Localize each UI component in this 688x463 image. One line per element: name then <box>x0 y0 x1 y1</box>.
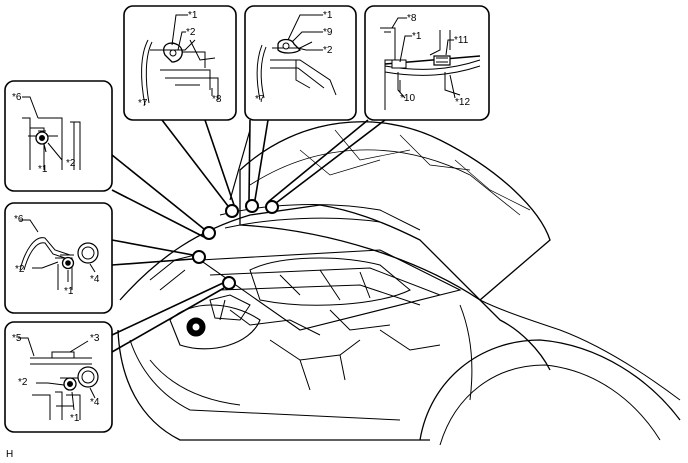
engine-cover <box>249 257 411 306</box>
inset-6-drawing <box>380 17 481 110</box>
inset-2-drawing <box>19 219 99 290</box>
inset-box-1 <box>4 80 113 192</box>
callout-label: *2 <box>66 158 76 169</box>
callout-label: *11 <box>454 35 469 46</box>
locator-circle-a <box>202 226 216 240</box>
inset-box-6 <box>364 5 490 121</box>
inset-leader-lines <box>111 119 386 353</box>
callout-label: *6 <box>12 92 22 103</box>
callout-label: *1 <box>412 31 422 42</box>
callout-label: *1 <box>38 164 48 175</box>
callout-label: *3 <box>90 333 100 344</box>
callout-label: *10 <box>400 93 415 104</box>
inset-4-labels: *1 *2 *7 *8 <box>138 10 222 109</box>
callout-label: *9 <box>323 27 333 38</box>
radiator-support <box>198 249 462 331</box>
vehicle-body <box>117 121 681 446</box>
callout-label: *8 <box>407 13 417 24</box>
inset-2-labels: *6 *2 *1 *4 <box>14 214 100 297</box>
callout-label: *1 <box>64 286 74 297</box>
callout-label: *8 <box>212 94 222 105</box>
callout-label: *6 <box>14 214 24 225</box>
callout-label: *2 <box>323 45 333 56</box>
figure-code: H <box>6 449 13 460</box>
callout-label: *2 <box>15 264 25 275</box>
callout-label: *2 <box>18 377 28 388</box>
inset-4-drawing <box>141 14 219 106</box>
callout-label: *2 <box>186 27 196 38</box>
inset-1-drawing <box>22 96 81 170</box>
callout-label: *7 <box>255 94 265 105</box>
wheel-arch <box>419 339 681 441</box>
inset-3-labels: *5 *3 *2 *1 *4 <box>12 333 100 424</box>
callout-label: *1 <box>323 10 333 21</box>
callout-label: *12 <box>455 97 470 108</box>
inset-boxes <box>4 5 490 433</box>
callout-label: *5 <box>12 333 22 344</box>
callout-label: *1 <box>70 413 80 424</box>
inset-3-drawing <box>18 337 99 420</box>
front-bumper <box>117 329 430 441</box>
locator-circle-d <box>225 204 239 218</box>
locator-circle-f <box>265 200 279 214</box>
locator-circle-e <box>245 199 259 213</box>
callout-label: *7 <box>138 98 148 109</box>
hood-stay-rod <box>229 129 251 201</box>
callout-label: *4 <box>90 274 100 285</box>
inset-1-labels: *6 *1 *2 <box>12 92 76 175</box>
callout-label: *1 <box>188 10 198 21</box>
headlamp <box>169 304 261 350</box>
locator-circle-c <box>222 276 236 290</box>
hood-panel <box>239 121 551 301</box>
inset-5-drawing <box>256 14 337 101</box>
inset-box-4 <box>123 5 237 121</box>
inset-5-labels: *1 *9 *2 *7 <box>255 10 333 105</box>
inset-6-labels: *8 *1 *11 *10 *12 <box>400 13 470 108</box>
locator-circle-b <box>192 250 206 264</box>
fender-outline <box>119 204 551 371</box>
callout-label: *4 <box>90 397 100 408</box>
inset-box-5 <box>244 5 357 121</box>
